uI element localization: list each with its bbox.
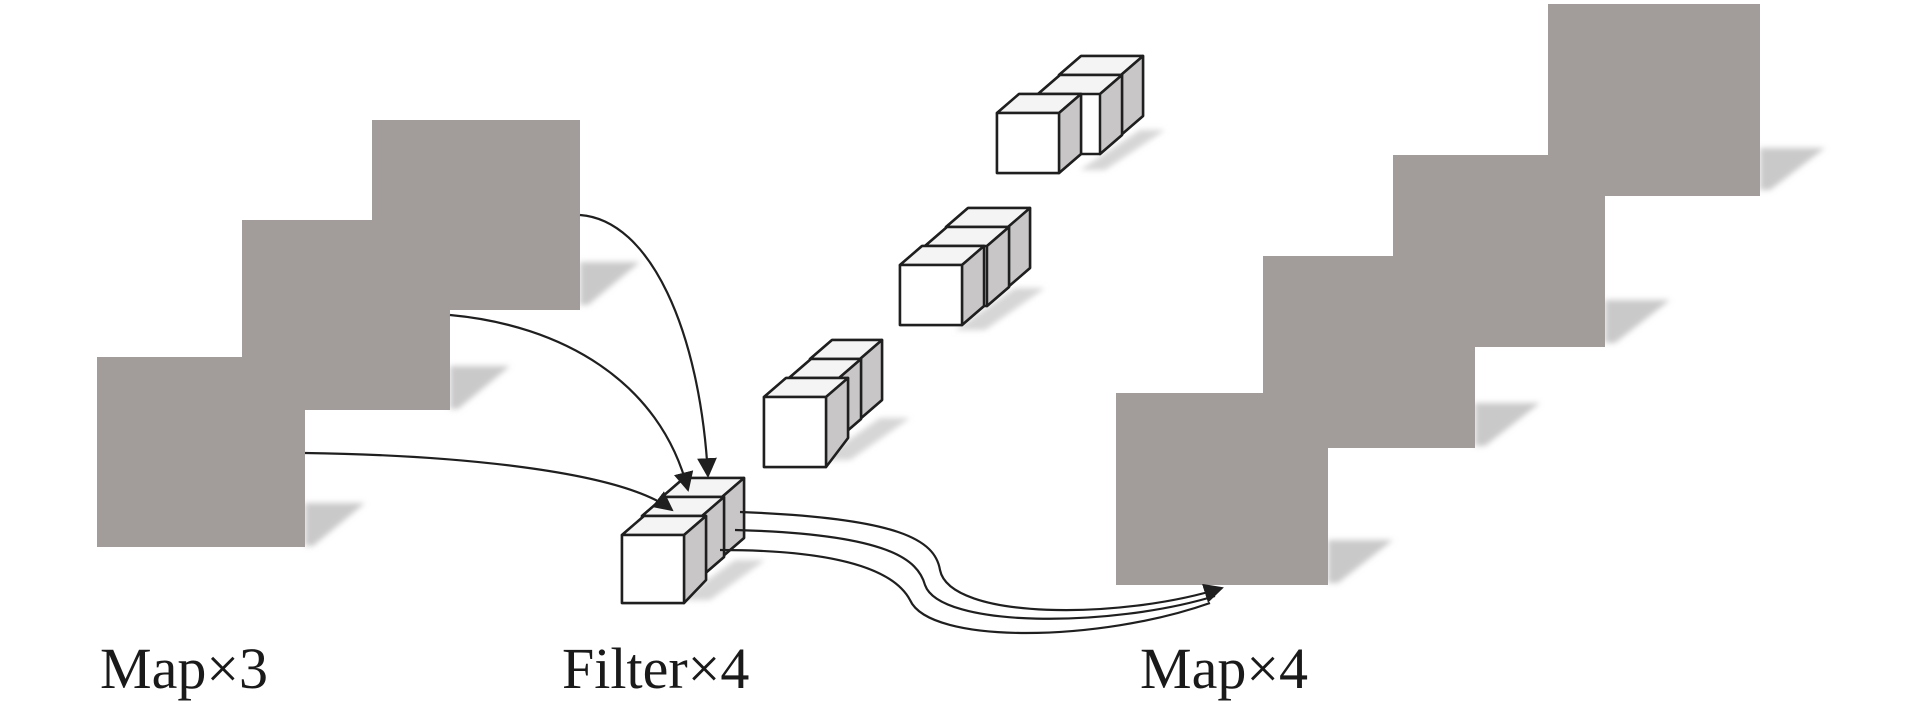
arrow-map2-to-filter — [449, 313, 694, 492]
output-line-3 — [719, 548, 1211, 635]
arrow-map3-to-filter — [579, 213, 717, 478]
arrow-filter-to-output — [739, 510, 1224, 612]
input-map-1 — [97, 357, 365, 547]
output-map-group — [1116, 4, 1825, 585]
connection-arrows — [304, 213, 1224, 635]
filter-group — [620, 54, 1165, 605]
filter-2 — [762, 338, 910, 469]
input-maps-label: Map×3 — [100, 636, 269, 701]
output-maps-label: Map×4 — [1140, 636, 1309, 701]
filter-4 — [995, 54, 1165, 175]
filter-3 — [898, 206, 1045, 330]
filter-1 — [620, 476, 765, 605]
output-line-2 — [734, 528, 1216, 620]
arrow-map1-to-filter — [304, 451, 674, 512]
filters-label: Filter×4 — [562, 636, 750, 701]
output-map-1 — [1116, 393, 1393, 585]
input-map-group — [97, 120, 640, 547]
